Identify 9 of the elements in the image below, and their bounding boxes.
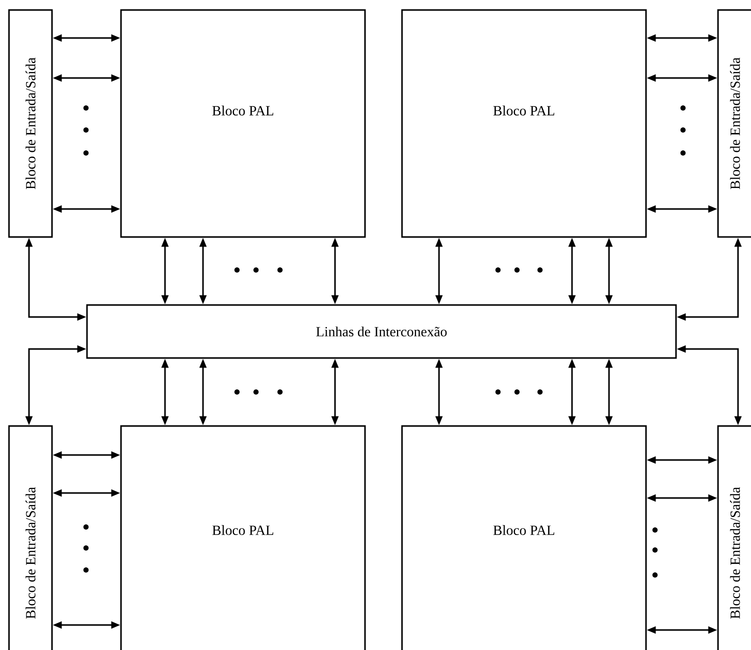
- pal-block: Bloco PAL: [401, 425, 647, 650]
- pal-block: Bloco PAL: [401, 9, 647, 238]
- pal-block: Bloco PAL: [120, 425, 366, 650]
- io-block: Bloco de Entrada/Saída: [717, 425, 751, 650]
- pal-block: Bloco PAL: [120, 9, 366, 238]
- io-block: Bloco de Entrada/Saída: [8, 9, 53, 238]
- io-block: Bloco de Entrada/Saída: [8, 425, 53, 650]
- interconnect-bar: Linhas de Interconexão: [86, 304, 677, 359]
- io-block: Bloco de Entrada/Saída: [717, 9, 751, 238]
